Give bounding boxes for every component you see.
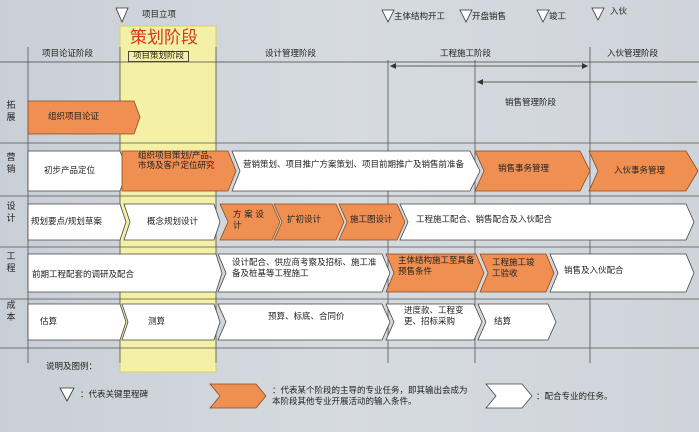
task-initial-positioning: 初步产品定位 <box>44 166 96 176</box>
milestone-label-move-in: 入伙 <box>610 7 628 17</box>
task-shape-support <box>477 303 557 341</box>
task-settlement: 结算 <box>494 317 512 327</box>
phase-sales-management: 销售管理阶段 <box>505 98 557 108</box>
task-shape-support <box>27 203 127 241</box>
task-shape-lead <box>385 253 485 293</box>
milestone-label-opening-sales: 开盘销售 <box>472 12 507 22</box>
milestone-icon <box>591 7 605 21</box>
task-preliminary-design: 扩初设计 <box>287 215 322 225</box>
milestone-label-main-structure-start: 主体结构开工 <box>394 12 446 22</box>
milestone-icon <box>115 7 129 24</box>
legend-support-icon <box>485 383 533 409</box>
phase-planning: 项目策划阶段 <box>128 51 190 62</box>
task-shape-lead <box>474 150 591 192</box>
task-shape-support <box>121 303 221 341</box>
task-budget: 预算、标底、合同价 <box>268 312 345 322</box>
phase-design-management: 设计管理阶段 <box>265 49 317 59</box>
legend-lead-icon <box>209 383 267 409</box>
row-label-engineering: 工程 <box>6 252 16 274</box>
task-sales-affairs: 销售事务管理 <box>498 164 550 174</box>
task-shape-support <box>123 203 221 241</box>
task-shape-lead <box>121 150 237 192</box>
task-shape-support <box>27 303 127 341</box>
milestone-icon <box>536 9 550 23</box>
legend-main-task-text: ：代表某个阶段的主导的专业任务，即其输出会成为本阶段其他专业开展活动的输入条件。 <box>272 386 468 407</box>
task-shape-lead <box>273 203 345 241</box>
task-planning-key-points: 规划要点/规划草案 <box>31 217 102 227</box>
task-shape-support <box>231 150 481 192</box>
task-scheme-design: 方 案 设 计 <box>233 210 264 231</box>
task-main-structure-complete: 主体结构施工至具备预售条件 <box>398 256 475 277</box>
row-label-cost: 成本 <box>6 301 16 323</box>
highlight-title: 策划阶段 <box>130 28 198 48</box>
legend-title: 说明及图例： <box>46 362 98 372</box>
task-shape-lead <box>27 100 141 135</box>
task-shape-support <box>399 203 695 241</box>
phase-move-in-management: 入伙管理阶段 <box>607 49 659 59</box>
milestone-icon <box>381 9 395 23</box>
task-move-in-affairs: 入伙事务管理 <box>614 166 666 176</box>
task-shape-support <box>385 303 483 341</box>
task-progress-payment: 进度款、工程变更、招标采购 <box>404 306 464 327</box>
task-shape-support <box>27 253 223 293</box>
task-shape-lead <box>338 203 406 241</box>
task-early-research: 前期工程配套的调研及配合 <box>32 270 135 280</box>
task-marketing-planning: 营销策划、项目推广方案策划、项目前期推广及销售前准备 <box>243 160 465 170</box>
milestone-label-completion: 竣工 <box>549 12 567 22</box>
task-shape-lead <box>588 150 699 192</box>
task-concept-design: 概念规划设计 <box>147 217 199 227</box>
phase-construction: 工程施工阶段 <box>440 49 492 59</box>
task-sales-move-in-coordination: 销售及入伙配合 <box>564 266 624 276</box>
task-shape-support <box>217 303 391 341</box>
phase-demonstration: 项目论证阶段 <box>42 49 94 59</box>
task-shape-support <box>549 253 695 293</box>
task-estimate: 估算 <box>40 317 58 327</box>
legend-milestone-icon <box>59 387 75 402</box>
task-shape-support <box>217 253 391 293</box>
legend-milestone-text: ：代表关键里程碑 <box>80 390 149 400</box>
row-separators <box>0 142 699 349</box>
task-design-coordination: 设计配合、供应商考察及招标、施工准备及桩基等工程施工 <box>232 258 377 279</box>
row-label-design: 设计 <box>6 202 16 224</box>
row-label-marketing: 营销 <box>6 153 16 175</box>
task-planning-research: 组织项目策划/产品、市场及客户定位研究 <box>138 151 218 171</box>
task-shape-lead <box>479 253 555 293</box>
task-completion-acceptance: 工程施工竣工验收 <box>492 258 535 279</box>
task-measurement: 测算 <box>148 317 166 327</box>
task-shape-lead <box>219 203 281 241</box>
task-project-demonstration: 组织项目论证 <box>48 112 100 122</box>
milestone-icon <box>459 9 473 23</box>
task-construction-drawing: 施工图设计 <box>350 215 393 225</box>
milestone-label-project-approval: 项目立项 <box>142 10 177 20</box>
legend-support-task-text: ：配合专业的任务。 <box>536 392 613 402</box>
row-label-expansion: 拓展 <box>6 101 16 123</box>
task-construction-coordination: 工程施工配合、销售配合及入伙配合 <box>416 215 553 225</box>
